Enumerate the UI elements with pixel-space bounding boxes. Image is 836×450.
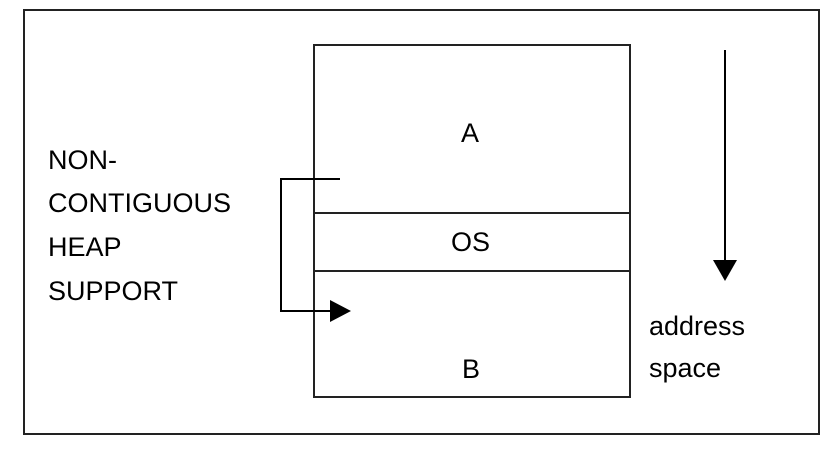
label-non: NON- — [48, 145, 117, 175]
diagram-frame — [23, 9, 820, 435]
heap-jump-arrowhead — [330, 300, 351, 322]
label-support: SUPPORT — [48, 276, 179, 306]
space-label: space — [649, 353, 722, 383]
address-label: address — [649, 311, 746, 341]
heap-jump-connector — [280, 178, 340, 312]
address-space-block — [313, 44, 631, 398]
label-contiguous: CONTIGUOUS — [48, 188, 232, 218]
address-direction-arrowhead — [713, 260, 737, 281]
segment-os-label: OS — [451, 227, 491, 257]
segment-b-label: B — [462, 354, 481, 384]
segment-a-label: A — [461, 118, 480, 148]
label-heap: HEAP — [48, 232, 122, 262]
